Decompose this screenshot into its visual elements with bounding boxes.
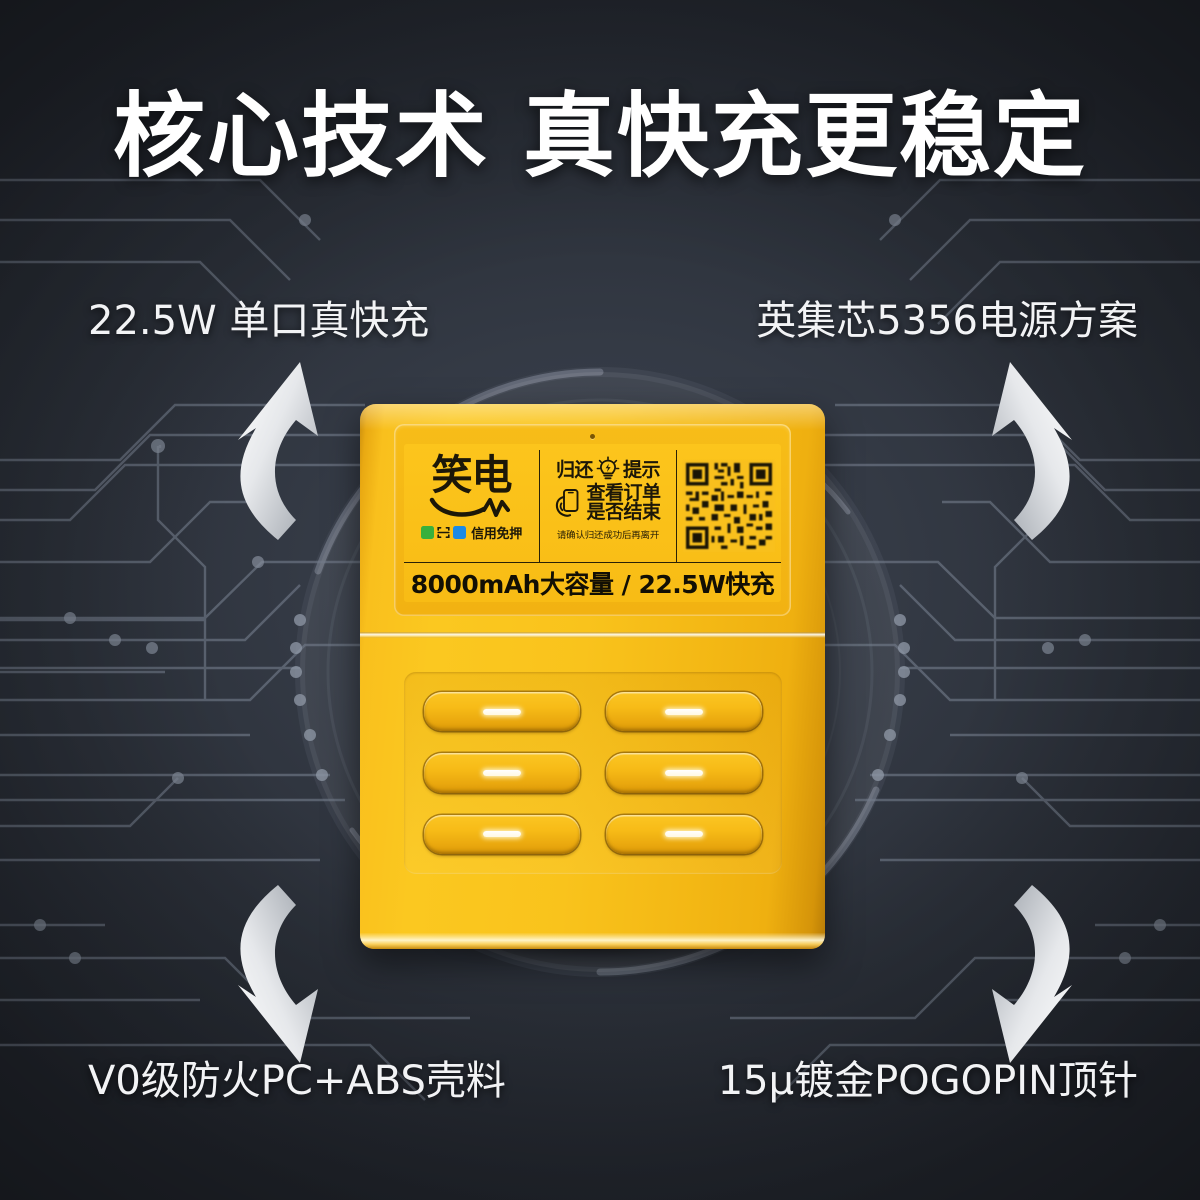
led-indicator [483,769,521,776]
smile-lightning-icon [429,497,510,517]
page-title: 核心技术 真快充更稳定 [112,83,1088,190]
credit-free-deposit-text: 信用免押 [471,525,522,541]
feature-label-top-left: 22.5W 单口真快充 [88,298,430,344]
notice-tip-label: 提示 [623,460,661,481]
slot-recess [404,672,782,874]
feature-label-bottom-left: V0级防火PC+ABS壳料 [88,1058,506,1104]
qr-code-icon [683,460,775,552]
device-body: 笑电 [360,404,825,949]
notice-check-order: 查看订单 [586,483,661,504]
device-seam [360,632,825,638]
hand-holding-phone-icon [556,489,579,517]
product-image: 笑电 [360,404,825,964]
led-indicator [483,708,521,715]
feature-label-top-right: 英集芯5356电源方案 [756,298,1138,344]
notice-fine-print: 请确认归还成功后再离开 [556,530,660,541]
notice-return-label: 归还 [555,460,594,481]
product-sticker: 笑电 [404,444,781,602]
label-panel: 笑电 [394,424,791,616]
pinhole-sensor-icon [590,434,595,439]
led-indicator [665,708,703,715]
led-indicator [483,831,521,838]
led-indicator [665,769,703,776]
battery-slot[interactable] [424,753,580,793]
device-bottom-highlight [360,933,825,949]
battery-slot[interactable] [606,753,762,793]
return-notice-block: 归还 [539,450,677,562]
capacity-banner: 8000mAh大容量 / 22.5W快充 [404,562,781,602]
payment-methods: 信用免押 [421,523,522,542]
brand-name: 笑电 [431,451,513,499]
feature-label-bottom-right: 15μ镀金POGOPIN顶针 [717,1058,1138,1104]
wechat-pay-icon [421,525,435,539]
scan-frame-icon [437,526,450,538]
lightbulb-charge-icon [596,455,620,479]
led-indicator [665,831,703,838]
battery-slot[interactable] [424,692,580,732]
capacity-banner-text: 8000mAh大容量 / 22.5W快充 [410,569,775,599]
qr-block [677,450,781,562]
battery-slot[interactable] [424,814,580,854]
notice-order-ended: 是否结束 [586,502,661,523]
slot-grid [424,692,762,854]
battery-slot[interactable] [606,814,762,854]
battery-slot[interactable] [606,692,762,732]
brand-block: 笑电 [404,450,539,562]
alipay-icon [453,525,467,539]
